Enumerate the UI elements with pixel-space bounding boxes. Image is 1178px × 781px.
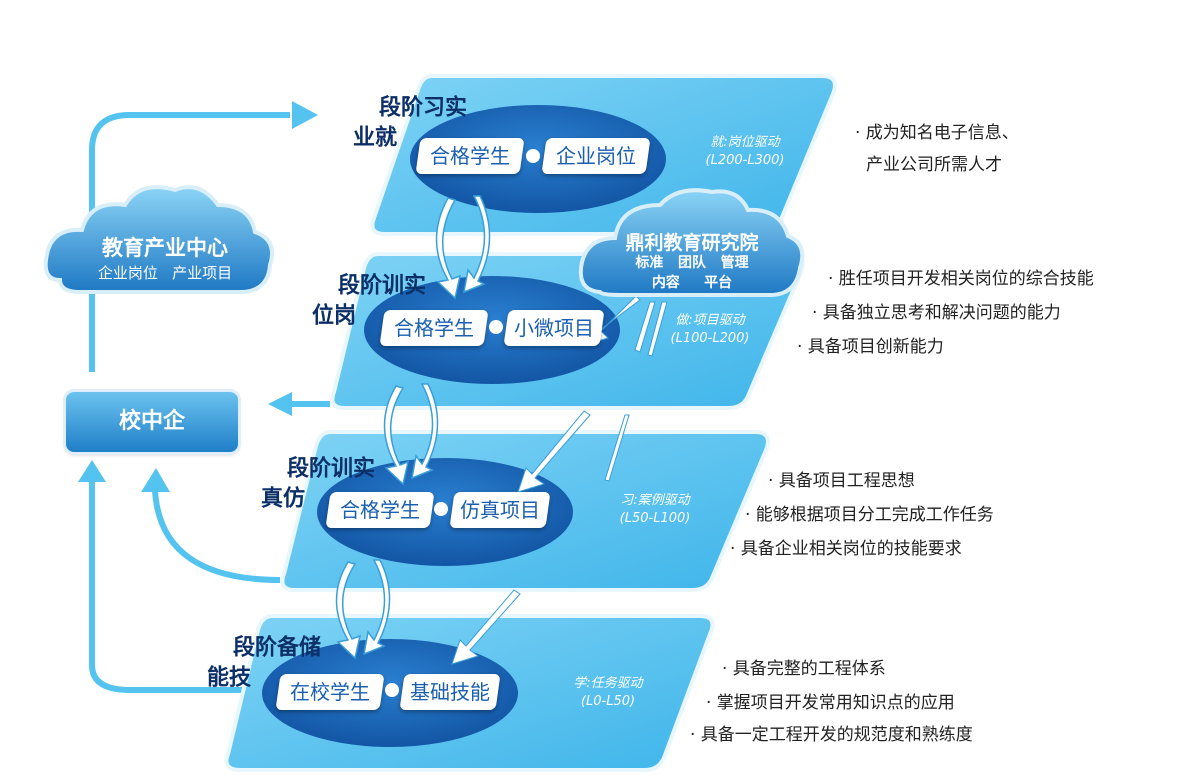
stage-4-drive-tag: 学:任务驱动 (L0-L50) <box>558 675 658 711</box>
stage-1-left-label: 合格学生 <box>430 144 510 168</box>
stage-4-bullet-3: · 具备一定工程开发的规范度和熟练度 <box>690 725 973 745</box>
stage-3-range: (L50-L100) <box>619 511 691 526</box>
stage-2-drive: 做:项目驱动 <box>675 313 745 328</box>
stage-3-bullet-3: · 具备企业相关岗位的技能要求 <box>730 539 962 559</box>
stage-2-range: (L100-L200) <box>670 331 750 346</box>
school-enterprise-box: 校中企 <box>66 392 238 452</box>
stage-4-left-pill: 在校学生 <box>275 674 385 710</box>
stage-2-title-col1: 实训阶段 <box>334 273 425 295</box>
dot-1 <box>526 149 540 163</box>
stage-2-title-col2: 岗位 <box>308 303 355 325</box>
stage-3-bullet-1: · 具备项目工程思想 <box>768 471 915 491</box>
institute-line-1: 标准 团队 管理 <box>635 255 749 271</box>
stage-1-right-label: 企业岗位 <box>556 144 636 168</box>
stage-3-title-col2: 仿真 <box>257 486 304 508</box>
stage-3-title-text2: 仿真 <box>257 486 304 508</box>
dot-4 <box>385 683 399 697</box>
dot-2 <box>489 320 503 334</box>
stage-2-right-label: 小微项目 <box>514 316 594 340</box>
cycle-arrows <box>335 195 491 660</box>
stage-1-title-text2: 就业 <box>349 125 396 147</box>
stage-1-title-col2: 就业 <box>349 125 396 147</box>
stage-1-right-pill: 企业岗位 <box>541 138 651 174</box>
stage-3-bullet-2: · 能够根据项目分工完成工作任务 <box>745 505 994 525</box>
stage-3-title-col1: 实训阶段 <box>283 456 374 478</box>
stage-2-bullet-3: · 具备项目创新能力 <box>797 337 944 357</box>
stage-4-title-text2: 技能 <box>203 665 250 687</box>
stage-1-title-text: 实习阶段 <box>375 95 466 117</box>
stage-2-bullet-1: · 胜任项目开发相关岗位的综合技能 <box>828 269 1094 289</box>
stage-1-title-col1: 实习阶段 <box>375 95 466 117</box>
stage-2-right-pill: 小微项目 <box>503 310 605 346</box>
stage-4-title-text: 储备阶段 <box>229 635 320 657</box>
stage-3-drive-tag: 习:案例驱动 (L50-L100) <box>605 492 705 528</box>
stage-2-left-label: 合格学生 <box>394 316 474 340</box>
stage-2-left-pill: 合格学生 <box>379 310 489 346</box>
edu-center-subtitle: 企业岗位 产业项目 <box>97 264 233 282</box>
institute-title: 鼎利教育研究院 <box>625 232 759 254</box>
stage-4-bullet-2: · 掌握项目开发常用知识点的应用 <box>706 693 955 713</box>
stage-4-right-label: 基础技能 <box>410 680 490 704</box>
stage-3-left-pill: 合格学生 <box>325 492 435 528</box>
stage-1-bullet-1: · 成为知名电子信息、 <box>855 123 1019 143</box>
stage-4-left-label: 在校学生 <box>290 680 370 704</box>
institute-line-2: 内容 平台 <box>651 275 733 291</box>
institute-cloud <box>578 188 805 297</box>
stage-3-title-text: 实训阶段 <box>283 456 374 478</box>
stage-2-bullet-2: · 具备独立思考和解决问题的能力 <box>812 303 1061 323</box>
stage-4-bullet-1: · 具备完整的工程体系 <box>722 659 886 679</box>
stage-3-left-label: 合格学生 <box>340 498 420 522</box>
stage-2-drive-tag: 做:项目驱动 (L100-L200) <box>660 312 760 348</box>
stage-3-right-pill: 仿真项目 <box>449 492 551 528</box>
institute-arrows <box>451 295 668 665</box>
left-flow-arrows <box>89 112 330 693</box>
stage-4-range: (L0-L50) <box>580 694 636 709</box>
stage-1-drive-tag: 就:岗位驱动 (L200-L300) <box>695 134 795 170</box>
stage-3-drive: 习:案例驱动 <box>620 493 690 508</box>
stage-1-range: (L200-L300) <box>705 153 785 168</box>
stage-4-title-col2: 技能 <box>203 665 250 687</box>
stage-3-right-label: 仿真项目 <box>460 498 540 522</box>
edu-center-title: 教育产业中心 <box>102 236 228 260</box>
stage-1-left-pill: 合格学生 <box>415 138 525 174</box>
stage-2-title-text: 实训阶段 <box>334 273 425 295</box>
dot-3 <box>434 502 448 516</box>
stage-4-title-col1: 储备阶段 <box>229 635 320 657</box>
stage-1-bullet-2: 产业公司所需人才 <box>866 155 1002 175</box>
edu-center-cloud <box>43 185 275 294</box>
stage-1-drive: 就:岗位驱动 <box>710 135 780 150</box>
stage-2-title-text2: 岗位 <box>308 303 355 325</box>
stage-4-right-pill: 基础技能 <box>399 674 501 710</box>
stage-4-drive: 学:任务驱动 <box>573 676 643 691</box>
arrowheads <box>78 101 318 492</box>
